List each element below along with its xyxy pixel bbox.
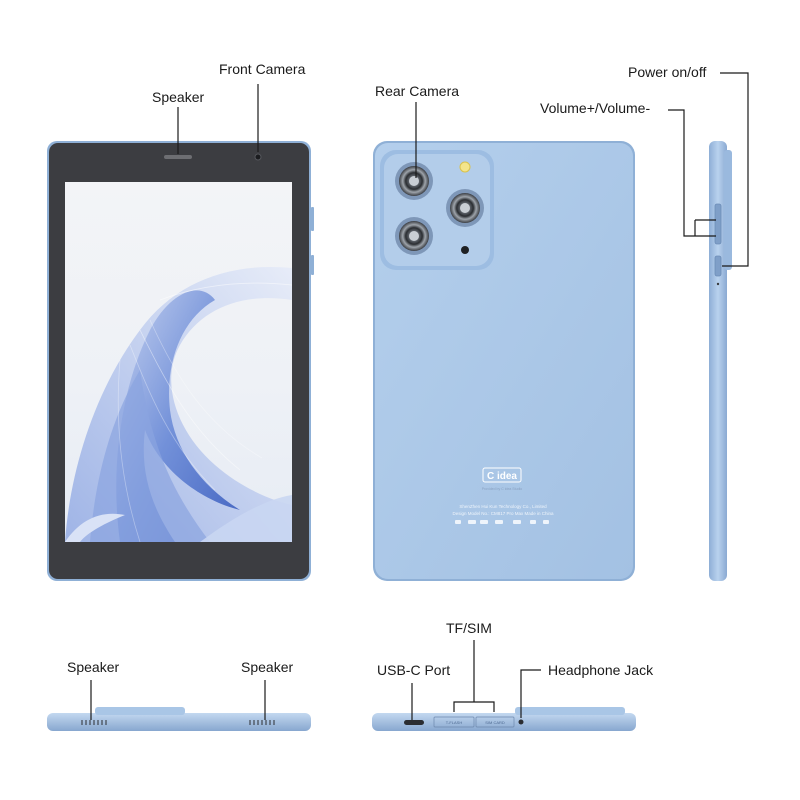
rear-lens-right xyxy=(446,189,484,227)
label-volume: Volume+/Volume- xyxy=(540,100,651,116)
leader-lines xyxy=(90,72,749,720)
sim-slot-label: SIM CARD xyxy=(485,720,505,725)
sim-slot xyxy=(475,716,515,728)
side-camera-bump xyxy=(724,150,732,270)
brand-tagline: Provided by C idea Studio xyxy=(482,487,523,491)
front-frame xyxy=(47,141,311,581)
back-view: C idea Provided by C idea Studio ShenZhe… xyxy=(373,141,635,581)
brand-logo-box xyxy=(482,467,522,483)
rear-lens-top xyxy=(395,162,433,200)
front-bezel xyxy=(49,143,309,579)
flash-icon xyxy=(459,161,471,173)
label-speaker-top: Speaker xyxy=(152,89,205,105)
bottom-right-camera-bump xyxy=(515,707,625,715)
front-view xyxy=(47,141,314,581)
screen-wallpaper xyxy=(65,182,292,542)
leader-tf-sim-bracket xyxy=(453,701,495,712)
camera-module-inner xyxy=(384,154,490,266)
bottom-edge-left xyxy=(47,707,311,731)
leader-volume-stem xyxy=(668,109,695,237)
speaker-grille-left xyxy=(81,720,107,725)
bottom-edge-right-body xyxy=(372,713,636,731)
bottom-left-camera-bump xyxy=(95,707,185,715)
microphone-icon xyxy=(461,246,469,254)
brand-logo: C idea xyxy=(487,471,517,482)
bottom-edge-left-body xyxy=(47,713,311,731)
front-speaker-grille xyxy=(164,155,192,159)
front-volume-button-hint xyxy=(311,207,314,231)
leader-power xyxy=(720,72,749,267)
rear-lens-bottom xyxy=(395,217,433,255)
side-mic-hole xyxy=(716,282,720,286)
side-view xyxy=(709,141,732,581)
certification-marks xyxy=(455,520,549,524)
label-speaker-bottom-right: Speaker xyxy=(241,659,294,675)
model-line: Design Model No.: CM817 Pro Max Made in … xyxy=(452,511,554,516)
label-speaker-bottom-left: Speaker xyxy=(67,659,120,675)
tf-slot-label: T-FLASH xyxy=(446,720,463,725)
front-power-button-hint xyxy=(311,255,314,275)
label-front-camera: Front Camera xyxy=(219,61,306,77)
label-usb-c: USB-C Port xyxy=(377,662,451,678)
side-body xyxy=(709,141,727,581)
headphone-jack-icon xyxy=(518,719,524,725)
tf-slot xyxy=(433,716,475,728)
back-panel xyxy=(375,143,633,579)
manufacturer-line: ShenZhen Hui Kun Technology Co., Limited xyxy=(459,504,547,509)
back-frame xyxy=(373,141,635,581)
leader-headphone xyxy=(520,669,541,718)
front-camera-icon xyxy=(254,153,262,161)
power-button xyxy=(714,255,722,277)
speaker-grille-right xyxy=(249,720,275,725)
camera-module xyxy=(380,150,494,270)
bottom-edge-right: T-FLASH SIM CARD xyxy=(372,707,636,731)
usb-c-port-icon xyxy=(404,720,424,725)
label-power: Power on/off xyxy=(628,64,707,80)
volume-button xyxy=(714,203,722,245)
label-tf-sim: TF/SIM xyxy=(446,620,492,636)
label-rear-camera: Rear Camera xyxy=(375,83,460,99)
label-headphone: Headphone Jack xyxy=(548,662,654,678)
